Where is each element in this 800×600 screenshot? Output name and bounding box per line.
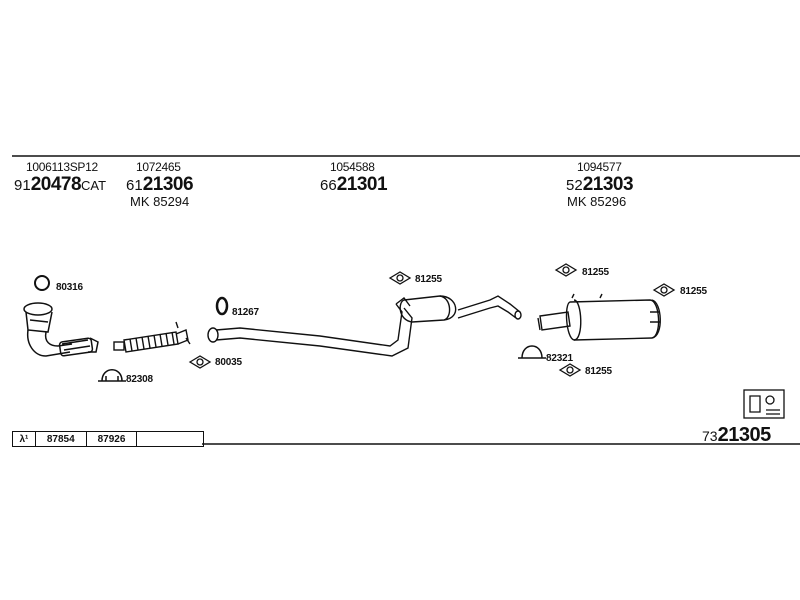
- mid-silencer-icon: [399, 295, 522, 323]
- lambda-value-1: 87854: [36, 432, 87, 446]
- part-mk-4: MK 85296: [567, 194, 627, 209]
- label-81255-c: 81255: [680, 286, 707, 297]
- part-ref-2: 1072465: [136, 160, 181, 174]
- lambda-sensor-box: λ¹ 87854 87926: [12, 431, 204, 447]
- part-mk-2: MK 85294: [130, 194, 190, 209]
- part-number-4: 5221303: [566, 174, 634, 196]
- catalytic-converter-icon: [23, 302, 99, 357]
- flex-pipe-icon: [113, 321, 191, 353]
- part-number-2: 6121306: [126, 174, 194, 196]
- part-prefix-1: 91: [14, 177, 31, 194]
- label-81267: 81267: [232, 307, 259, 318]
- set-number: 7321305: [702, 424, 771, 447]
- gasket-ring-icon: [34, 275, 50, 291]
- part-ref-4: 1094577: [577, 160, 622, 174]
- clamp-icon: [98, 369, 126, 382]
- kit-icon: [743, 389, 785, 419]
- part-prefix-4: 52: [566, 177, 583, 194]
- hanger-icon: [388, 263, 676, 377]
- label-81255-b: 81255: [582, 267, 609, 278]
- part-prefix-2: 61: [126, 177, 143, 194]
- label-81255-d: 81255: [585, 366, 612, 377]
- lambda-value-3: [137, 432, 203, 446]
- label-80316: 80316: [56, 282, 83, 293]
- part-main-4: 21303: [582, 174, 634, 195]
- clamp-rear-icon: [518, 345, 546, 359]
- set-main: 21305: [717, 424, 772, 446]
- part-number-3: 6621301: [320, 174, 388, 196]
- label-80035: 80035: [215, 357, 242, 368]
- part-suffix-1: CAT: [81, 178, 107, 193]
- middle-pipe-icon: [207, 297, 413, 357]
- label-82321: 82321: [546, 353, 573, 364]
- part-main-2: 21306: [142, 174, 194, 195]
- set-prefix: 73: [702, 428, 718, 444]
- lambda-value-2: 87926: [87, 432, 138, 446]
- part-prefix-3: 66: [320, 177, 337, 194]
- label-81255-a: 81255: [415, 274, 442, 285]
- part-main-1: 20478: [30, 174, 82, 195]
- rear-silencer-icon: [537, 293, 661, 341]
- ring-seal-icon: [215, 296, 229, 316]
- gasket-icon: [188, 355, 212, 369]
- part-ref-3: 1054588: [330, 160, 375, 174]
- part-main-3: 21301: [336, 174, 388, 195]
- lambda-symbol: λ¹: [13, 432, 36, 446]
- part-number-1: 9120478CAT: [14, 174, 106, 196]
- part-ref-1: 1006113SP12: [26, 160, 98, 174]
- label-82308: 82308: [126, 374, 153, 385]
